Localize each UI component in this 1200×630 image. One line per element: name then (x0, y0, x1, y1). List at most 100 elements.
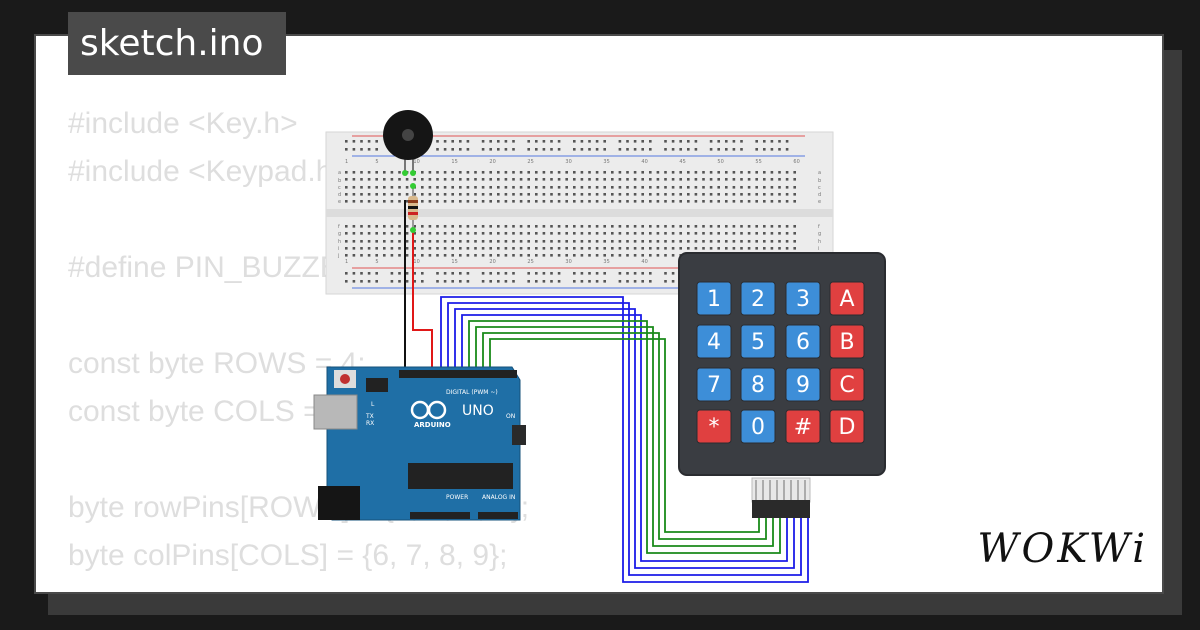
breadboard-hole (459, 240, 462, 243)
breadboard-hole (573, 254, 576, 257)
key-A[interactable]: A (829, 281, 865, 316)
breadboard-hole (649, 247, 652, 250)
breadboard-hole (345, 178, 348, 181)
breadboard-hole (390, 240, 394, 243)
breadboard-hole (405, 254, 409, 257)
breadboard-hole (656, 171, 660, 174)
arduino-uno[interactable]: DIGITAL (PWM ~) UNO ARDUINO L TX RX ON P… (313, 366, 526, 521)
breadboard-hole (375, 140, 378, 143)
breadboard-hole (770, 232, 774, 235)
breadboard-hole (717, 225, 720, 228)
breadboard-hole (649, 272, 652, 275)
breadboard-hole (459, 232, 462, 235)
breadboard-hole (413, 240, 416, 243)
breadboard-hole (633, 280, 637, 283)
breadboard-hole (352, 171, 356, 174)
key-9[interactable]: 9 (785, 367, 821, 402)
breadboard-hole (618, 280, 622, 283)
breadboard-hole (573, 280, 576, 283)
breadboard-hole (641, 148, 644, 151)
breadboard-hole (633, 186, 637, 189)
key-C[interactable]: C (829, 367, 865, 402)
breadboard-hole (527, 186, 530, 189)
breadboard-hole (618, 186, 622, 189)
key-8[interactable]: 8 (740, 367, 776, 402)
breadboard-hole (611, 186, 614, 189)
key-5[interactable]: 5 (740, 324, 776, 359)
breadboard-hole (588, 254, 591, 257)
breadboard-hole (649, 178, 652, 181)
key-4[interactable]: 4 (696, 324, 732, 359)
breadboard-hole (535, 280, 538, 283)
key-0[interactable]: 0 (740, 409, 776, 444)
key-B[interactable]: B (829, 324, 865, 359)
key-#[interactable]: # (785, 409, 821, 444)
breadboard-hole (451, 193, 454, 196)
key-3[interactable]: 3 (785, 281, 821, 316)
breadboard-hole (443, 186, 447, 189)
breadboard-hole (345, 232, 348, 235)
breadboard-hole (345, 247, 348, 250)
breadboard-hole (504, 272, 508, 275)
breadboard-hole (595, 272, 599, 275)
breadboard-hole (512, 254, 515, 257)
breadboard-hole (626, 272, 629, 275)
breadboard-hole (443, 200, 447, 203)
breadboard-hole (656, 247, 660, 250)
breadboard-hole (633, 148, 637, 151)
key-1[interactable]: 1 (696, 281, 732, 316)
row-letter: b (818, 178, 821, 184)
breadboard-hole (709, 140, 713, 143)
key-7[interactable]: 7 (696, 367, 732, 402)
breadboard-hole (641, 178, 644, 181)
breadboard-hole (375, 247, 378, 250)
breadboard-hole (709, 232, 713, 235)
breadboard-hole (504, 232, 508, 235)
breadboard-hole (565, 240, 568, 243)
breadboard-hole (679, 171, 682, 174)
breadboard-hole (405, 280, 409, 283)
breadboard-hole (694, 148, 698, 151)
breadboard-hole (557, 240, 561, 243)
breadboard-hole (740, 247, 743, 250)
breadboard-hole (793, 247, 796, 250)
breadboard-hole (436, 140, 439, 143)
breadboard-hole (398, 225, 401, 228)
breadboard-hole (785, 200, 789, 203)
breadboard-hole (588, 193, 591, 196)
breadboard-hole (732, 200, 736, 203)
breadboard-hole (656, 200, 660, 203)
breadboard-hole (573, 272, 576, 275)
breadboard-hole (519, 247, 523, 250)
breadboard-hole (557, 247, 561, 250)
breadboard-hole (687, 178, 690, 181)
column-number: 15 (451, 159, 457, 165)
breadboard-hole (481, 247, 485, 250)
breadboard-hole (763, 186, 766, 189)
breadboard-hole (527, 178, 530, 181)
breadboard-hole (489, 178, 492, 181)
breadboard-hole (367, 140, 371, 143)
key-label: 1 (707, 287, 721, 312)
buzzer[interactable] (383, 110, 433, 176)
breadboard-hole (580, 200, 584, 203)
key-2[interactable]: 2 (740, 281, 776, 316)
key-*[interactable]: * (696, 409, 732, 444)
resistor[interactable] (408, 183, 418, 233)
breadboard-hole (671, 171, 675, 174)
breadboard-hole (360, 140, 363, 143)
breadboard-hole (679, 225, 682, 228)
breadboard-hole (489, 193, 492, 196)
breadboard-hole (611, 200, 614, 203)
breadboard-hole (489, 247, 492, 250)
resistor-band (408, 212, 418, 215)
column-number: 1 (345, 259, 348, 265)
file-name-tab[interactable]: sketch.ino (68, 12, 286, 75)
key-6[interactable]: 6 (785, 324, 821, 359)
breadboard-hole (398, 178, 401, 181)
breadboard-hole (573, 186, 576, 189)
key-D[interactable]: D (829, 409, 865, 444)
breadboard-hole (626, 225, 629, 228)
breadboard-hole (770, 178, 774, 181)
